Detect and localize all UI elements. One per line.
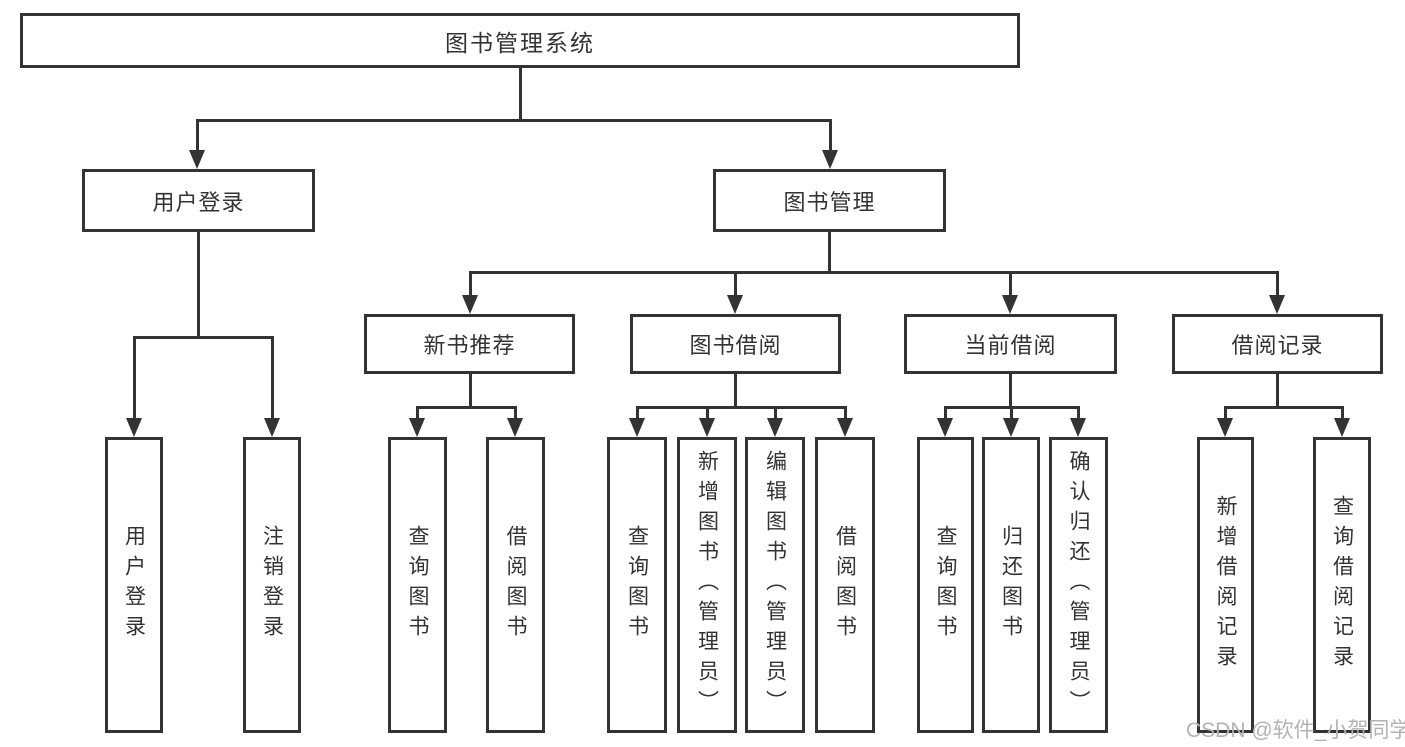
- node-label: 新增借阅记录: [1214, 495, 1237, 675]
- arrow-down-icon: [507, 418, 523, 437]
- connector-line: [469, 271, 1278, 274]
- leaf-borrow-books-recommend: 借阅图书: [486, 437, 545, 733]
- connector-line: [706, 406, 709, 420]
- connector-line: [1224, 406, 1227, 420]
- arrow-down-icon: [1217, 418, 1233, 437]
- node-label: 借阅图书: [833, 525, 857, 645]
- node-user-login: 用户登录: [82, 169, 315, 232]
- connector-line: [1009, 374, 1012, 407]
- connector-line: [1077, 406, 1080, 420]
- connector-line: [828, 232, 831, 273]
- node-label: 当前借阅: [964, 333, 1057, 358]
- connector-line: [196, 119, 199, 152]
- node-label: 用户登录: [122, 525, 146, 645]
- node-book-management: 图书管理: [713, 169, 946, 232]
- connector-line: [133, 336, 273, 339]
- connector-line: [1009, 271, 1012, 297]
- leaf-query-books-current: 查询图书: [917, 437, 974, 733]
- connector-line: [636, 406, 846, 409]
- leaf-query-borrow-record: 查询借阅记录: [1313, 437, 1371, 733]
- node-library-management-system: 图书管理系统: [20, 13, 1020, 68]
- leaf-user-login: 用户登录: [105, 437, 163, 733]
- arrow-down-icon: [264, 418, 280, 437]
- csdn-watermark: CSDN @软件_小贺同学: [1186, 719, 1405, 742]
- connector-line: [774, 406, 777, 420]
- connector-line: [636, 406, 639, 420]
- node-label: 用户登录: [152, 189, 245, 215]
- connector-line: [1010, 406, 1013, 420]
- connector-line: [416, 406, 516, 409]
- connector-line: [844, 406, 847, 420]
- node-label: 查询借阅记录: [1330, 495, 1354, 675]
- connector-line: [469, 271, 472, 297]
- arrow-down-icon: [1002, 295, 1018, 314]
- arrow-down-icon: [409, 418, 425, 437]
- node-label: 借阅图书: [504, 525, 527, 645]
- connector-line: [196, 119, 831, 122]
- arrow-down-icon: [767, 418, 783, 437]
- connector-line: [829, 119, 832, 152]
- node-label: 新增图书（管理员）: [695, 450, 719, 720]
- node-current-borrowing: 当前借阅: [904, 314, 1117, 374]
- leaf-return-books: 归还图书: [982, 437, 1040, 733]
- node-label: 注销登录: [260, 525, 284, 645]
- node-label: 归还图书: [999, 525, 1023, 645]
- node-book-borrowing: 图书借阅: [630, 314, 841, 374]
- node-label: 查询图书: [934, 525, 957, 645]
- connector-line: [197, 232, 200, 337]
- node-label: 确认归还（管理员）: [1067, 450, 1090, 720]
- arrow-down-icon: [629, 418, 645, 437]
- connector-line: [271, 336, 274, 420]
- leaf-logout: 注销登录: [243, 437, 301, 733]
- connector-line: [514, 406, 517, 420]
- connector-line: [1224, 406, 1343, 409]
- leaf-add-book-admin: 新增图书（管理员）: [677, 437, 737, 733]
- arrow-down-icon: [837, 418, 853, 437]
- connector-line: [519, 68, 522, 120]
- leaf-add-borrow-record: 新增借阅记录: [1197, 437, 1254, 733]
- node-label: 图书借阅: [689, 333, 782, 358]
- arrow-down-icon: [189, 150, 205, 169]
- leaf-borrow-books-borrowing: 借阅图书: [815, 437, 875, 733]
- node-label: 查询图书: [625, 525, 649, 645]
- connector-line: [1341, 406, 1344, 420]
- arrow-down-icon: [1003, 418, 1019, 437]
- connector-line: [469, 374, 472, 407]
- arrow-down-icon: [727, 295, 743, 314]
- node-borrowing-records: 借阅记录: [1172, 314, 1383, 374]
- node-new-book-recommendation: 新书推荐: [364, 314, 575, 374]
- connector-line: [416, 406, 419, 420]
- node-label: 编辑图书（管理员）: [763, 450, 787, 720]
- leaf-confirm-return-admin: 确认归还（管理员）: [1049, 437, 1108, 733]
- arrow-down-icon: [822, 150, 838, 169]
- arrow-down-icon: [126, 418, 142, 437]
- connector-line: [1276, 374, 1279, 407]
- arrow-down-icon: [462, 295, 478, 314]
- arrow-down-icon: [699, 418, 715, 437]
- connector-line: [734, 271, 737, 297]
- connector-line: [734, 374, 737, 407]
- leaf-edit-book-admin: 编辑图书（管理员）: [745, 437, 805, 733]
- node-label: 查询图书: [406, 525, 429, 645]
- connector-line: [1276, 271, 1279, 297]
- node-label: 图书管理: [783, 189, 876, 215]
- node-label: 借阅记录: [1231, 333, 1324, 358]
- arrow-down-icon: [1334, 418, 1350, 437]
- arrow-down-icon: [1269, 295, 1285, 314]
- node-label: 图书管理系统: [445, 29, 595, 56]
- arrow-down-icon: [937, 418, 953, 437]
- connector-line: [944, 406, 947, 420]
- connector-line: [133, 336, 136, 420]
- node-label: 新书推荐: [423, 333, 516, 358]
- arrow-down-icon: [1070, 418, 1086, 437]
- leaf-query-books-recommend: 查询图书: [388, 437, 447, 733]
- leaf-query-books-borrowing: 查询图书: [607, 437, 667, 733]
